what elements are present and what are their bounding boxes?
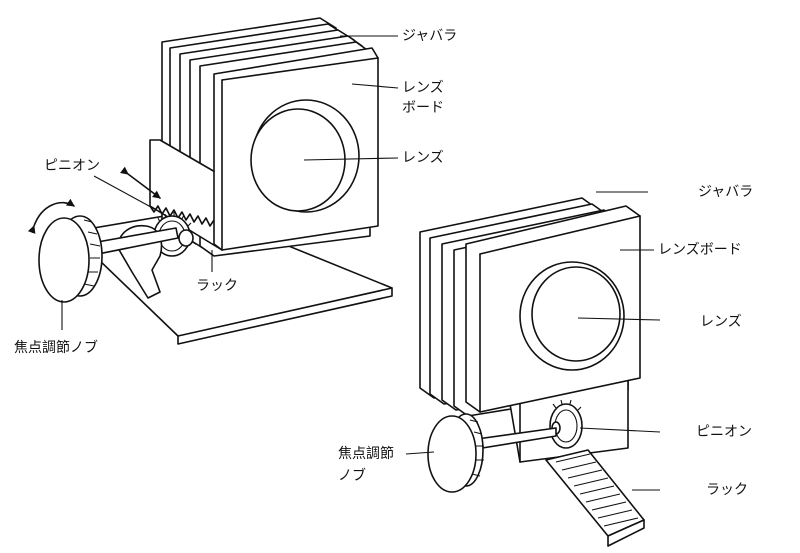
left-figure: ジャバラ レンズ ボード レンズ ピニオン ラック 焦点調節ノブ	[14, 17, 457, 356]
label-lensboard-line2: ボード	[402, 100, 444, 116]
label-pinion: ピニオン	[44, 158, 100, 174]
label-focus-knob-line1: 焦点調節	[338, 445, 394, 462]
label-focus-knob-line2: ノブ	[338, 467, 366, 484]
label-lens: レンズ	[402, 150, 444, 166]
rack	[545, 449, 645, 547]
label-lensboard: レンズボード	[658, 242, 742, 258]
right-figure: ジャバラ レンズボード レンズ ピニオン 焦点調節 ノブ ラック	[338, 184, 753, 547]
label-pinion: ピニオン	[696, 424, 752, 440]
label-bellows: ジャバラ	[698, 184, 753, 200]
label-focus-knob: 焦点調節ノブ	[14, 339, 98, 356]
move-arrow	[120, 166, 161, 199]
rotate-arrow	[27, 198, 75, 234]
focus-knob	[38, 215, 103, 303]
label-bellows: ジャバラ	[402, 28, 457, 44]
label-lensboard-line1: レンズ	[402, 80, 444, 96]
label-rack: ラック	[196, 278, 238, 294]
label-rack: ラック	[706, 482, 748, 498]
lens	[519, 261, 625, 371]
focus-knob	[427, 413, 484, 493]
lens	[250, 99, 360, 213]
label-lens: レンズ	[700, 314, 742, 330]
